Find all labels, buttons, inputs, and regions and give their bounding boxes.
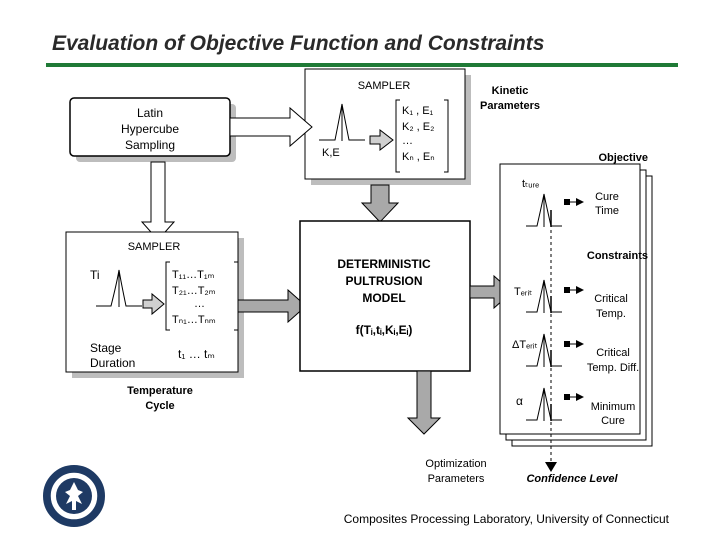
constraint-1-label-1: Critical [594, 293, 628, 305]
page-title: Evaluation of Objective Function and Con… [52, 32, 545, 55]
temp-matrix-row-3: … [194, 298, 205, 310]
lhs-label-2: Hypercube [121, 122, 179, 136]
temp-matrix-row-2: T₂₁…T₂ₘ [172, 285, 216, 297]
left-sampler-label: SAMPLER [128, 241, 181, 253]
constraint-3-var: α [516, 394, 523, 408]
lhs-label-3: Sampling [125, 138, 175, 152]
top-dist-label: K,E [322, 147, 340, 159]
stage-label-2: Duration [90, 356, 135, 370]
model-label-3: MODEL [362, 291, 405, 305]
temp-cycle-label-2: Cycle [145, 400, 174, 412]
top-sampler-label: SAMPLER [358, 80, 411, 92]
temp-cycle-label-1: Temperature [127, 385, 193, 397]
left-to-model-arrow [237, 288, 307, 324]
lhs-to-left-sampler-arrow [140, 161, 176, 241]
param-row-3: … [402, 135, 413, 147]
temp-matrix-row-1: T₁₁…T₁ₘ [172, 269, 215, 281]
times-label: t₁ … tₘ [178, 347, 215, 361]
model-to-optimization-arrow [406, 370, 442, 435]
objective-label-1: Cure [595, 191, 619, 203]
constraint-3-label-2: Cure [601, 415, 625, 427]
lhs-box: Latin Hypercube Sampling [69, 97, 236, 162]
objective-var: tₜᵤᵣₑ [522, 178, 539, 190]
objective-label-2: Time [595, 205, 619, 217]
constraint-1-var: Tₑᵣᵢₜ [514, 286, 532, 298]
sample-arrow [369, 128, 394, 152]
footer-text: Composites Processing Laboratory, Univer… [344, 512, 670, 526]
title-rule [46, 63, 678, 67]
temp-matrix-row-4: Tₙ₁…Tₙₘ [172, 314, 216, 326]
constraint-2-label-1: Critical [596, 347, 630, 359]
stage-label-1: Stage [90, 341, 122, 355]
model-label-1: DETERMINISTIC [337, 257, 431, 271]
optimization-label-2: Parameters [428, 473, 485, 485]
param-row-1: K₁ , E₁ [402, 105, 434, 117]
outputs-panel: Objective Constraints tₜᵤᵣₑ Cure Time Tₑ… [499, 152, 653, 447]
constraint-2-var: ΔTₑᵣᵢₜ [512, 339, 538, 351]
top-sampler-box: SAMPLER K,E K₁ , E₁ K₂ , E₂ … Kₙ , Eₙ [304, 68, 471, 185]
sampler-to-model-arrow [360, 184, 400, 223]
kinetic-label-2: Parameters [480, 100, 540, 112]
constraint-2-label-2: Temp. Diff. [587, 362, 639, 374]
lhs-label-1: Latin [137, 106, 163, 120]
confidence-label: Confidence Level [526, 473, 618, 485]
university-seal-icon [43, 465, 105, 527]
left-sampler-box: SAMPLER Ti T₁₁…T₁ₘ T₂₁…T₂ₘ … Tₙ₁…Tₙₘ Sta… [65, 231, 244, 378]
param-row-2: K₂ , E₂ [402, 121, 434, 133]
constraint-3-label-1: Minimum [591, 401, 636, 413]
constraints-heading: Constraints [587, 250, 648, 262]
confidence-arrow-icon [545, 462, 557, 472]
param-row-4: Kₙ , Eₙ [402, 151, 435, 163]
model-function: f(Tᵢ,tᵢ,Kᵢ,Eᵢ) [356, 323, 413, 337]
left-dist-label: Ti [90, 268, 100, 282]
model-label-2: PULTRUSION [345, 274, 422, 288]
constraint-1-label-2: Temp. [596, 308, 626, 320]
kinetic-label-1: Kinetic [492, 85, 529, 97]
objective-heading: Objective [598, 152, 648, 164]
temp-sample-arrow [142, 292, 165, 316]
lhs-to-sampler-arrow [229, 106, 313, 148]
model-box: DETERMINISTIC PULTRUSION MODEL f(Tᵢ,tᵢ,K… [299, 220, 471, 372]
optimization-label-1: Optimization [425, 458, 486, 470]
